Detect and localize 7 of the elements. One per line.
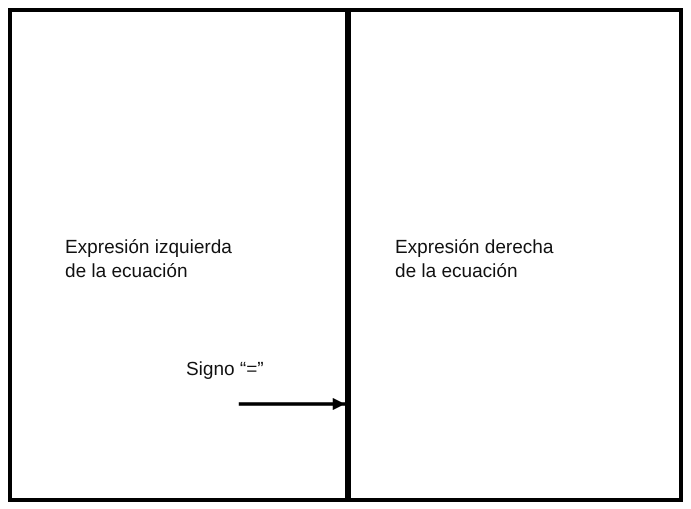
- panel-text: Expresión derecha de la ecuación: [395, 236, 554, 284]
- sign-label: Signo “=”: [186, 358, 264, 382]
- divider-bar: [345, 8, 351, 502]
- panel-text: Expresión izquierda de la ecuación: [65, 236, 233, 284]
- panel-box: [8, 8, 346, 502]
- leader-arrow: [238, 398, 345, 410]
- panel-box: [350, 8, 683, 502]
